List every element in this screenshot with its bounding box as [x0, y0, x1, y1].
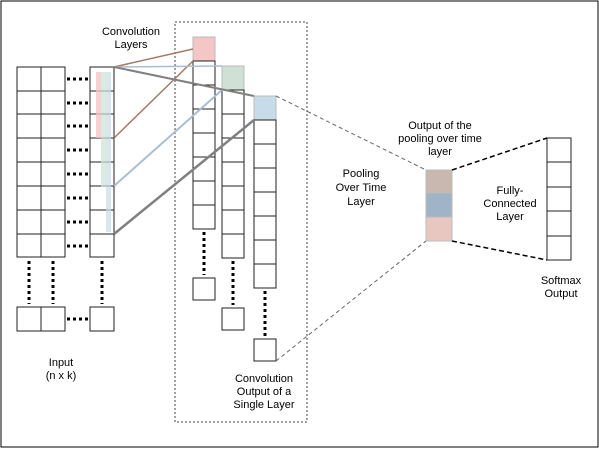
conv-column-2 [221, 89, 245, 331]
softmax-label-line1: Softmax [541, 275, 582, 287]
pooling-output-vector [425, 169, 453, 242]
input-filter-red [96, 72, 101, 138]
conv-output-label-line3: Single Layer [233, 399, 294, 411]
fully-connected-label-line3: Layer [496, 211, 524, 223]
pooling-output-label-line3: layer [428, 146, 452, 158]
pool-cell-3 [425, 216, 453, 242]
conv1-filter-cell [192, 36, 216, 62]
conv3-filter-cell [253, 95, 277, 121]
filter-connections [113, 48, 255, 235]
conv-column-3 [253, 119, 277, 362]
pooling-output-label-line1: Output of the [408, 120, 472, 132]
softmax-output-vector [546, 137, 572, 261]
input-vertical-ellipsis [27, 261, 104, 304]
pooling-label-line2: Over Time [336, 182, 387, 194]
conv-output-label-line1: Convolution [235, 373, 293, 385]
convolution-layers-label-line1: Convolution [102, 26, 160, 38]
pooling-output-label-line2: pooling over time [398, 133, 482, 145]
fully-connected-label-line2: Connected [483, 198, 536, 210]
pool-cell-1 [425, 169, 453, 194]
fully-connected-label-line1: Fully- [497, 185, 524, 197]
input-label-line2: (n x k) [46, 370, 77, 382]
fully-connected-lines [451, 137, 548, 261]
input-filter-blue [106, 72, 111, 232]
pool-cell-2 [425, 192, 453, 218]
conv-output-label-line2: Output of a [237, 386, 292, 398]
pooling-label-line3: Layer [347, 196, 375, 208]
input-horizontal-ellipsis [67, 77, 88, 321]
input-filter-green [101, 72, 106, 187]
convolution-layers-label-line2: Layers [114, 39, 148, 51]
softmax-label-line2: Output [544, 288, 577, 300]
convolution-container [174, 21, 308, 423]
conv2-filter-cell [221, 65, 245, 91]
pooling-label-line1: Pooling [343, 168, 380, 180]
input-label-line1: Input [49, 357, 73, 369]
